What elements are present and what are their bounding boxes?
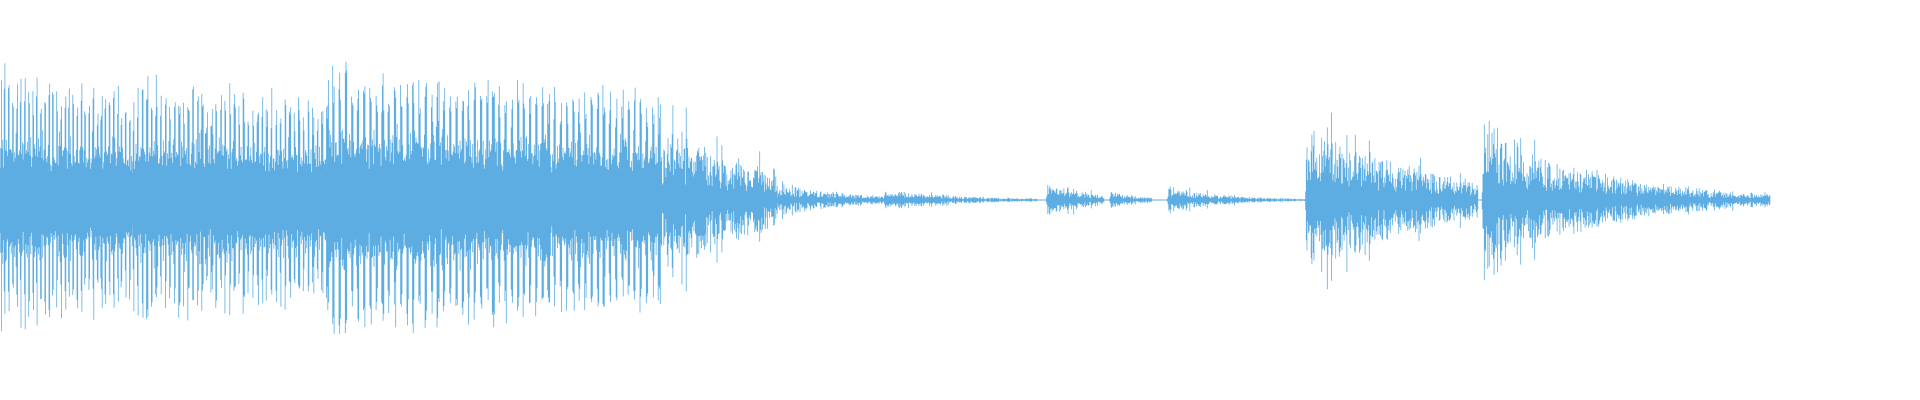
- waveform-path: [662, 105, 778, 292]
- waveform-segment-3: [326, 61, 663, 335]
- waveform-path: [1305, 112, 1479, 290]
- waveform-segment-10: [1305, 112, 1479, 290]
- waveform-segment-4: [662, 105, 778, 292]
- waveform-path: [132, 74, 327, 321]
- waveform-path: [326, 61, 663, 335]
- waveform-segment-2: [132, 74, 327, 321]
- waveform-segment-1: [0, 63, 133, 332]
- waveform-path: [0, 63, 133, 332]
